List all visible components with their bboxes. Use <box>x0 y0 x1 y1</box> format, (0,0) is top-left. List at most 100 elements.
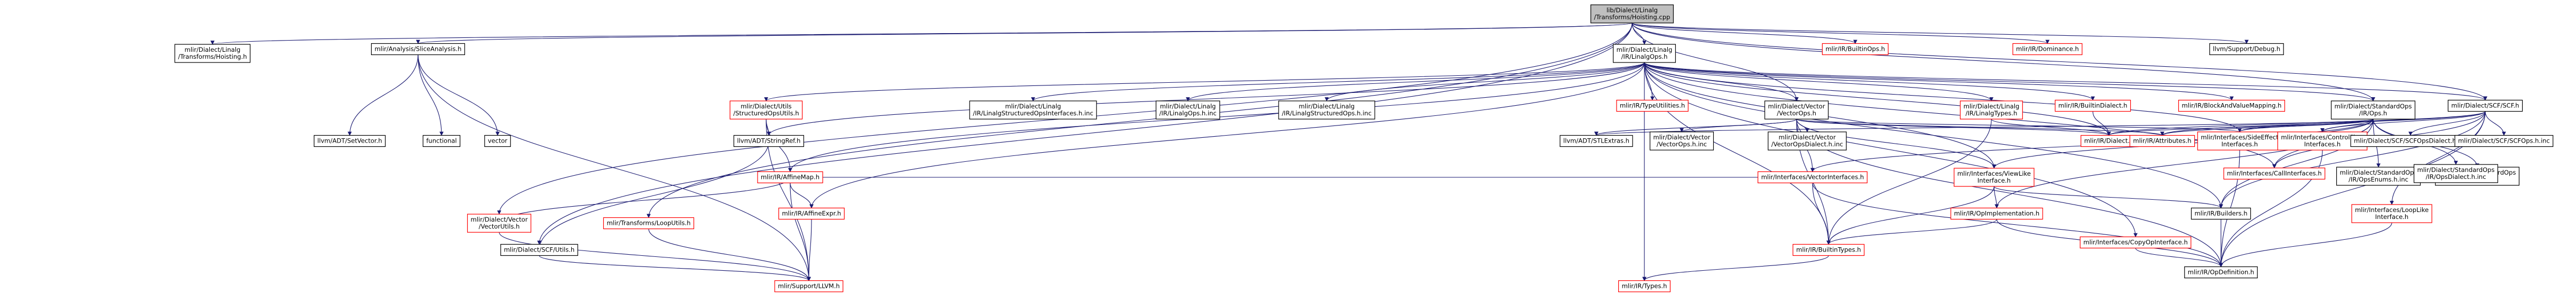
dependency-edge <box>1632 22 2249 44</box>
graph-node[interactable]: mlir/Dialect/Linalg/IR/LinalgOps.h.inc <box>1155 100 1220 120</box>
node-label: Interface.h <box>2375 213 2408 221</box>
graph-node[interactable]: llvm/ADT/STLExtras.h <box>1559 135 1633 147</box>
node-label: /VectorUtils.h <box>479 223 520 230</box>
graph-node[interactable]: mlir/Dialect/SCF/SCF.h <box>2447 99 2523 112</box>
node-label: mlir/Dialect/SCF/SCFOpsDialect.h.inc <box>2354 137 2467 145</box>
graph-node[interactable]: mlir/Dialect/SCF/SCFOpsDialect.h.inc <box>2350 135 2471 147</box>
node-label: Interface.h <box>1978 177 2011 184</box>
graph-node[interactable]: mlir/Dialect/Vector/VectorOpsDialect.h.i… <box>1768 131 1847 151</box>
graph-node[interactable]: functional <box>422 135 461 147</box>
graph-node[interactable]: mlir/Interfaces/CopyOpInterface.h <box>2079 236 2192 249</box>
graph-node[interactable]: mlir/IR/AffineMap.h <box>757 171 823 184</box>
graph-node[interactable]: mlir/IR/Attributes.h <box>2129 135 2195 147</box>
node-box <box>1822 43 1889 56</box>
graph-node[interactable]: mlir/IR/OpImplementation.h <box>1950 207 2043 220</box>
graph-node[interactable]: vector <box>484 135 511 147</box>
graph-node[interactable]: mlir/IR/Types.h <box>1618 280 1671 293</box>
node-label: functional <box>426 137 456 145</box>
node-label: /VectorOps.h.inc <box>1657 140 1707 148</box>
node-label: mlir/Dialect/Utils <box>740 103 792 110</box>
dependency-edge <box>211 22 1633 45</box>
graph-node[interactable]: mlir/Dialect/SCF/Utils.h <box>500 244 578 256</box>
graph-node[interactable]: mlir/Analysis/SliceAnalysis.h <box>371 43 466 56</box>
node-label: /IR/OpsEnums.h.inc <box>2349 176 2408 183</box>
node-label: mlir/Dialect/Linalg <box>1005 103 1061 110</box>
node-label: mlir/Dialect/SCF/Utils.h <box>504 246 574 254</box>
graph-node[interactable]: llvm/ADT/StringRef.h <box>733 135 805 147</box>
node-label: Interfaces.h <box>2221 140 2258 148</box>
graph-node[interactable]: mlir/IR/Dialect.h <box>2081 135 2137 147</box>
graph-node[interactable]: mlir/Dialect/Vector/VectorOps.h <box>1764 100 1829 120</box>
graph-node[interactable]: mlir/Dialect/StandardOps/IR/OpsDialect.h… <box>2413 164 2499 183</box>
node-label: /Transforms/Hoisting.h <box>178 53 247 60</box>
graph-node[interactable]: mlir/Dialect/Linalg/IR/LinalgTypes.h <box>1960 100 2023 120</box>
dependency-edge <box>1644 62 2234 101</box>
node-label: /VectorOpsDialect.h.inc <box>1771 140 1843 148</box>
dependency-edge <box>1994 186 2223 209</box>
node-box <box>1950 207 2043 220</box>
node-label: mlir/Interfaces/ViewLike <box>1957 170 2031 177</box>
dependency-edge <box>1994 186 1999 209</box>
graph-node[interactable]: mlir/IR/Builders.h <box>2191 207 2251 220</box>
node-box <box>2336 167 2421 186</box>
graph-node[interactable]: mlir/Dialect/Linalg/IR/LinalgOps.h <box>1613 44 1676 63</box>
dependency-edge <box>766 119 811 281</box>
graph-node[interactable]: mlir/Transforms/LoopUtils.h <box>603 217 695 230</box>
dependency-edge <box>416 22 1633 44</box>
graph-node[interactable]: mlir/Dialect/Linalg/IR/LinalgStructuredO… <box>969 100 1097 120</box>
graph-node[interactable]: mlir/Support/LLVM.h <box>774 280 844 293</box>
node-box <box>1649 131 1714 151</box>
graph-node[interactable]: llvm/Support/Debug.h <box>2209 43 2284 56</box>
graph-node[interactable]: mlir/IR/Dominance.h <box>2012 43 2083 56</box>
node-box <box>1559 135 1633 147</box>
graph-node[interactable]: mlir/IR/BuiltinOps.h <box>1822 43 1889 56</box>
graph-node[interactable]: mlir/Dialect/Vector/VectorUtils.h <box>467 214 532 233</box>
graph-node[interactable]: mlir/IR/BlockAndValueMapping.h <box>2178 99 2286 112</box>
graph-node[interactable]: mlir/Dialect/Linalg/IR/LinalgStructuredO… <box>1278 100 1375 120</box>
node-box <box>174 44 251 63</box>
graph-node[interactable]: mlir/Dialect/SCF/SCFOps.h.inc <box>2454 135 2554 147</box>
graph-node[interactable]: mlir/IR/BuiltinTypes.h <box>1792 244 1865 256</box>
node-label: vector <box>488 137 508 145</box>
node-label: mlir/IR/AffineExpr.h <box>782 210 841 217</box>
node-box <box>371 43 466 56</box>
graph-node[interactable]: mlir/IR/OpDefinition.h <box>2184 266 2258 279</box>
node-label: /IR/LinalgStructuredOps.h.inc <box>1282 109 1372 117</box>
graph-node[interactable]: mlir/Interfaces/VectorInterfaces.h <box>1758 171 1868 184</box>
graph-node[interactable]: mlir/Interfaces/CallInterfaces.h <box>2223 167 2326 180</box>
node-box <box>969 100 1097 120</box>
dependency-edge <box>767 62 1645 136</box>
node-label: /IR/OpsDialect.h.inc <box>2425 173 2486 181</box>
node-box <box>1616 99 1689 112</box>
graph-node[interactable]: mlir/IR/AffineExpr.h <box>778 207 845 220</box>
graph-node[interactable]: mlir/IR/BuiltinDialect.h <box>2054 99 2131 112</box>
node-box <box>2178 99 2286 112</box>
graph-node[interactable]: mlir/IR/TypeUtilities.h <box>1616 99 1689 112</box>
dependency-edge <box>1812 183 2223 268</box>
node-box <box>2191 207 2251 220</box>
graph-node[interactable]: mlir/Dialect/Utils/StructuredOpsUtils.h <box>729 100 803 120</box>
node-box <box>1768 131 1847 151</box>
node-label: mlir/IR/OpImplementation.h <box>1954 210 2039 217</box>
dependency-edge <box>499 232 811 281</box>
node-box <box>467 214 532 233</box>
nodes-layer: lib/Dialect/Linalg/Transforms/Hoisting.c… <box>174 4 2554 293</box>
node-label: mlir/Dialect/Linalg <box>185 46 241 53</box>
graph-node[interactable]: mlir/Dialect/Linalg/Transforms/Hoisting.… <box>174 44 251 63</box>
graph-node[interactable]: mlir/Dialect/StandardOps/IR/OpsEnums.h.i… <box>2336 167 2421 186</box>
graph-node[interactable]: mlir/Dialect/Vector/VectorOps.h.inc <box>1649 131 1714 151</box>
node-box <box>2129 135 2195 147</box>
graph-node[interactable]: llvm/ADT/SetVector.h <box>313 135 386 147</box>
graph-node[interactable]: mlir/Dialect/StandardOps/IR/Ops.h <box>2330 100 2416 120</box>
dependency-edge <box>1632 22 2050 44</box>
dependency-edge <box>790 183 811 281</box>
dependency-edge <box>1632 22 1799 101</box>
node-label: mlir/Dialect/StandardOps <box>2417 166 2495 174</box>
node-label: /IR/LinalgTypes.h <box>1966 109 2018 117</box>
dependency-edge <box>1644 62 2242 132</box>
